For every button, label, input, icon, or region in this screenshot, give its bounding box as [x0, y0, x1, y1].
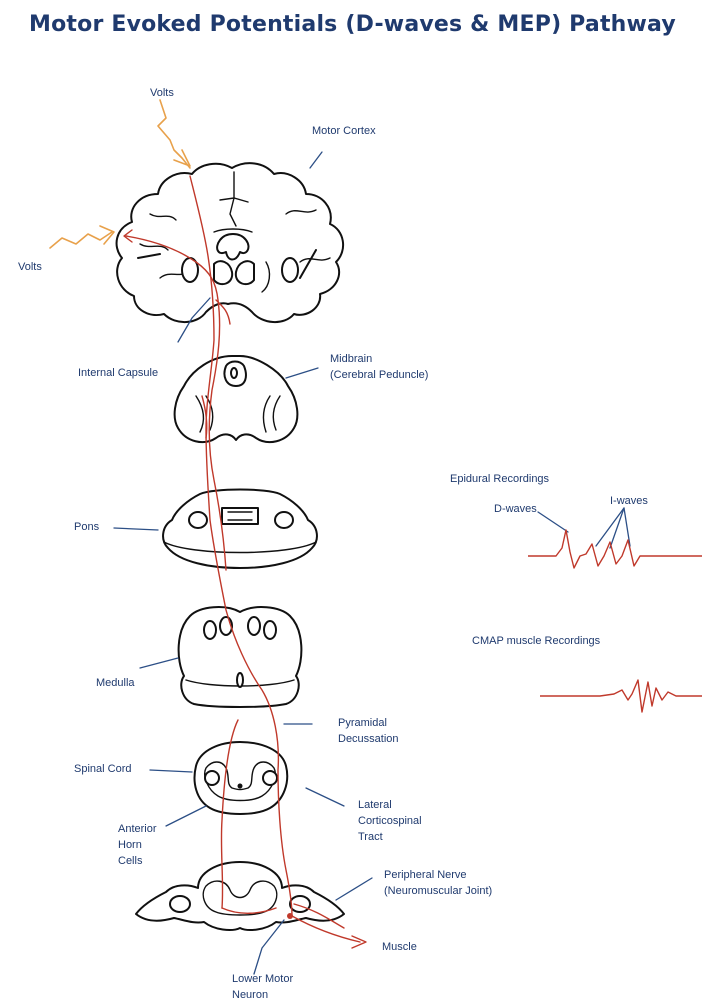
leader-peripheral-nerve — [336, 878, 372, 900]
olive-4 — [264, 621, 276, 639]
label-pyramidal: Pyramidal — [338, 716, 387, 730]
label-corticospinal: Corticospinal — [358, 814, 422, 828]
pons-nucleus-left — [189, 512, 207, 528]
label-neuron: Neuron — [232, 988, 268, 1002]
leader-motor-cortex — [310, 152, 322, 168]
label-cells: Cells — [118, 854, 142, 868]
label-internal-capsule: Internal Capsule — [78, 366, 158, 380]
leader-lateral-tract — [306, 788, 344, 806]
thalamus-right — [236, 261, 254, 284]
basal-ganglia-right — [282, 258, 298, 282]
stimulus-arrow-left — [50, 232, 112, 248]
label-epidural-recordings: Epidural Recordings — [450, 472, 549, 486]
label-cerebral-peduncle: (Cerebral Peduncle) — [330, 368, 428, 382]
cmap-waveform — [540, 680, 702, 712]
central-canal — [237, 673, 243, 687]
cord-with-roots-outline — [136, 862, 344, 930]
leader-spinal-cord — [150, 770, 192, 772]
label-midbrain: Midbrain — [330, 352, 372, 366]
epidural-waveform — [528, 530, 702, 568]
leader-i-waves-1 — [596, 508, 624, 546]
label-muscle: Muscle — [382, 940, 417, 954]
pons-section — [163, 490, 317, 569]
pons-nucleus-right — [275, 512, 293, 528]
olive-1 — [204, 621, 216, 639]
thalamus-left — [214, 261, 232, 284]
peripheral-section — [136, 862, 344, 930]
label-pons: Pons — [74, 520, 99, 534]
label-tract: Tract — [358, 830, 383, 844]
brain-coronal-section — [117, 163, 344, 322]
label-volts-left: Volts — [18, 260, 42, 274]
leader-i-waves-3 — [624, 508, 630, 546]
medulla-outline — [179, 607, 302, 707]
label-neuromuscular-joint: (Neuromuscular Joint) — [384, 884, 492, 898]
cmap-recording — [540, 680, 702, 712]
leader-medulla — [140, 658, 178, 668]
label-decussation: Decussation — [338, 732, 399, 746]
lateral-tract-right — [263, 771, 277, 785]
label-lower-motor: Lower Motor — [232, 972, 293, 986]
pons-outline — [163, 490, 317, 569]
label-anterior: Anterior — [118, 822, 157, 836]
aqueduct-lumen — [231, 368, 237, 378]
label-i-waves: I-waves — [610, 494, 648, 508]
epidural-recording — [528, 508, 702, 568]
medulla-section — [179, 607, 302, 707]
spinal-cord-section — [195, 742, 288, 814]
leader-midbrain — [286, 368, 318, 378]
dorsal-root-ganglion-right — [290, 896, 310, 912]
leader-d-waves — [538, 512, 568, 532]
label-motor-cortex: Motor Cortex — [312, 124, 376, 138]
label-peripheral-nerve: Peripheral Nerve — [384, 868, 467, 882]
label-horn: Horn — [118, 838, 142, 852]
label-spinal-cord: Spinal Cord — [74, 762, 131, 776]
leader-pons — [114, 528, 158, 530]
fourth-ventricle — [222, 508, 258, 524]
central-canal-cord — [238, 784, 243, 789]
leader-anterior-horn — [166, 806, 206, 826]
midbrain-section — [175, 356, 298, 442]
label-cmap-recordings: CMAP muscle Recordings — [472, 634, 600, 648]
leader-i-waves-2 — [610, 508, 624, 548]
olive-3 — [248, 617, 260, 635]
label-medulla: Medulla — [96, 676, 135, 690]
label-lateral: Lateral — [358, 798, 392, 812]
lateral-tract-left — [205, 771, 219, 785]
label-volts-top: Volts — [150, 86, 174, 100]
dorsal-root-ganglion-left — [170, 896, 190, 912]
label-d-waves: D-waves — [494, 502, 537, 516]
